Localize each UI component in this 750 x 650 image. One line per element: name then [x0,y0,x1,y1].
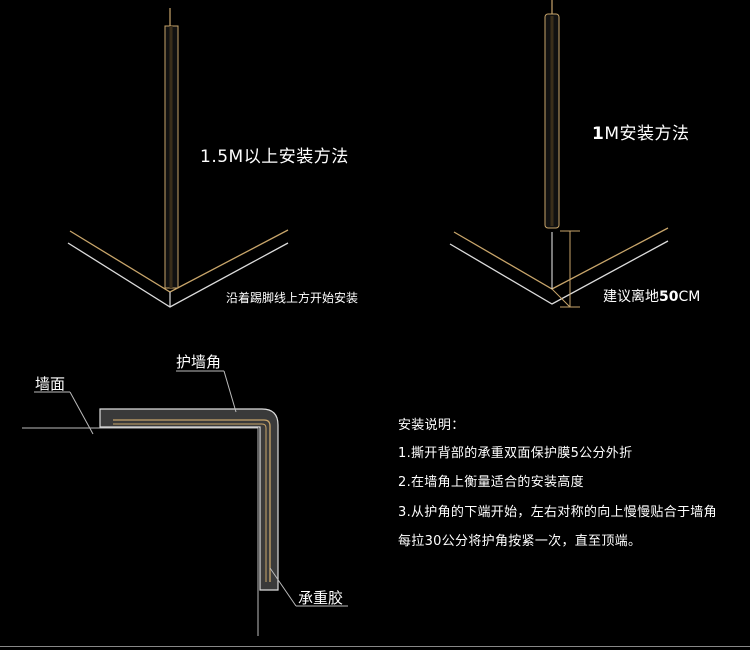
right-title-number: 1 [592,124,605,144]
right-method-title: 1M安装方法 [592,119,690,144]
right-method-caption: 建议离地50CM [603,286,700,306]
label-wall: 墙面 [35,375,66,393]
instruction-step: 1.撕开背部的承重双面保护膜5公分外折 [398,446,633,461]
instruction-step: 每拉30公分将护角按紧一次，直至顶端。 [398,534,642,549]
bottom-divider [0,646,750,647]
adhesive-layer [113,419,271,582]
right-title-text: M安装方法 [604,124,690,144]
instruction-step: 3.从护角的下端开始，左右对称的向上慢慢贴合于墙角 [398,505,717,520]
right-method-diagram [449,0,669,308]
left-method-caption: 沿着踢脚线上方开始安装 [226,291,359,305]
label-adhesive: 承重胶 [298,589,344,607]
left-method-title: 1.5M以上安装方法 [200,147,349,167]
section-view-diagram [22,370,348,636]
corner-guard-profile [99,408,279,591]
caption-prefix: 建议离地 [603,289,659,305]
caption-number: 50 [659,289,679,305]
caption-unit: CM [678,289,701,305]
instructions-heading: 安装说明： [398,418,465,433]
dimension-line [551,230,580,308]
label-corner-guard: 护墙角 [176,353,222,371]
instruction-step: 2.在墙角上衡量适合的安装高度 [398,475,584,490]
left-method-diagram [67,8,289,308]
